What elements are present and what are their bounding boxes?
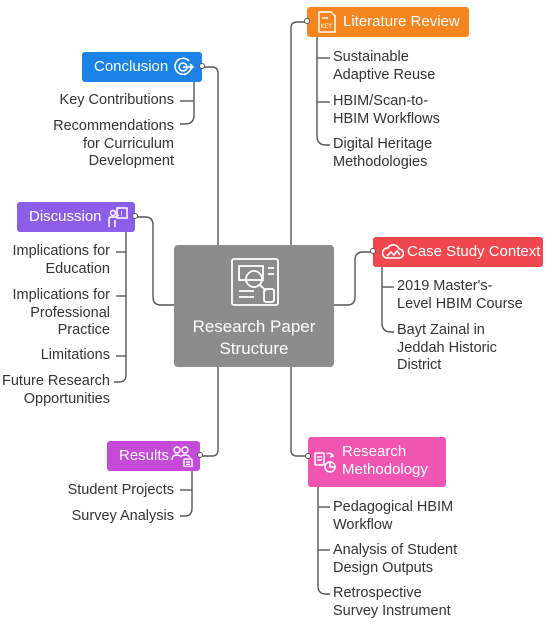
branch-label: Research Methodology — [342, 443, 428, 478]
key-document-icon: KEY — [318, 11, 336, 33]
branch-label: Conclusion — [94, 58, 169, 75]
item-survey-analysis: Survey Analysis — [71, 508, 174, 524]
branch-label: Results — [119, 447, 170, 464]
connector-dot — [132, 213, 138, 219]
item-limitations: Limitations — [40, 347, 110, 363]
connector-dot — [370, 248, 376, 254]
branch-results: Results — [107, 441, 203, 471]
svg-text:!: ! — [120, 210, 123, 218]
diagram-document-icon — [231, 258, 279, 306]
item-2019-course: 2019 Master's-Level HBIM Course — [397, 278, 523, 312]
center-node: Research Paper Structure — [174, 245, 334, 367]
item-key-contributions: Key Contributions — [59, 92, 174, 108]
branch-literature-review: KEY Literature Review — [304, 7, 469, 37]
branch-case-study: Case Study Context — [370, 237, 543, 267]
branch-label: Literature Review — [343, 13, 460, 30]
connector-dot — [197, 452, 203, 458]
item-hbim-workflows: HBIM/Scan-to-HBIM Workflows — [333, 93, 440, 127]
mountain-cloud-icon — [382, 244, 404, 259]
branch-conclusion: Conclusion — [82, 52, 205, 82]
document-pie-icon — [314, 452, 336, 473]
connector-dot — [305, 453, 311, 459]
connector-dot — [199, 63, 205, 69]
connector-dot — [304, 18, 310, 24]
item-student-projects: Student Projects — [67, 482, 174, 498]
branch-discussion: Discussion ! — [17, 202, 138, 232]
svg-text:KEY: KEY — [321, 23, 333, 30]
branch-label: Discussion — [29, 208, 102, 225]
target-arrow-icon — [174, 57, 194, 76]
branch-label: Case Study Context — [407, 243, 541, 260]
branch-research-methodology: Research Methodology — [305, 437, 446, 487]
center-title: Research Paper Structure — [192, 317, 316, 358]
users-document-icon — [171, 446, 193, 467]
presenter-icon: ! — [108, 207, 128, 227]
